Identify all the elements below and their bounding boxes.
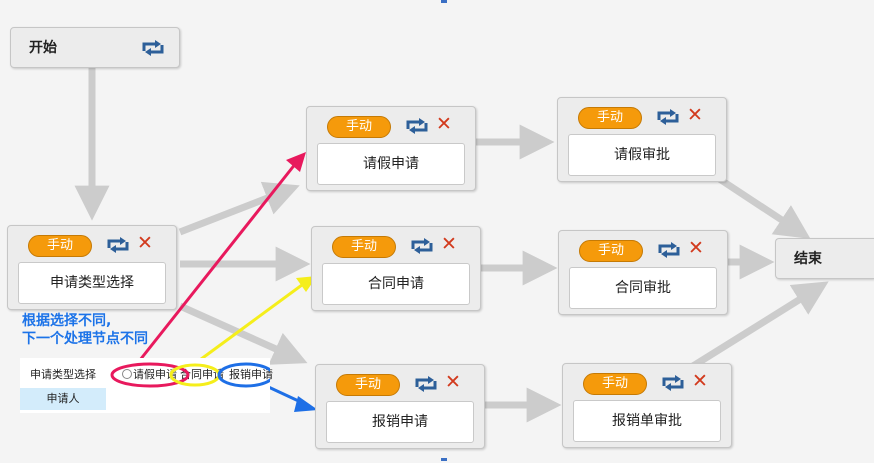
manual-badge: 手动 [336,374,400,396]
highlight-arrowhead-pink [286,152,306,172]
manual-badge: 手动 [578,107,642,129]
form-preview: 申请类型选择 申请人 请假申请 合同申请 报销申请 [20,358,273,413]
node-contract-approve-label: 合同审批 [569,267,717,309]
option-leave[interactable]: 请假申请 [122,368,177,382]
loop-icon[interactable] [414,374,438,394]
radio-icon[interactable] [122,369,132,379]
option-contract[interactable]: 合同申请 [180,368,224,382]
close-icon[interactable]: ✕ [692,370,708,392]
field-type-label: 申请类型选择 [30,368,96,381]
node-leave-apply-label: 请假申请 [317,143,465,185]
loop-icon[interactable] [106,235,130,255]
highlight-ring-yellow [169,363,221,387]
node-expense-apply-label: 报销申请 [326,401,474,443]
manual-badge: 手动 [332,236,396,258]
option-expense-label: 报销申请 [229,368,273,381]
loop-icon[interactable] [656,107,680,127]
manual-badge: 手动 [28,235,92,257]
loop-icon[interactable] [141,38,165,58]
node-end-label: 结束 [794,251,822,267]
annotation-line-2: 下一个处理节点不同 [22,331,148,347]
highlight-ring-pink [110,362,190,388]
close-icon[interactable]: ✕ [445,371,461,393]
close-icon[interactable]: ✕ [687,104,703,126]
connector-type-to-leave [178,181,300,236]
loop-icon[interactable] [657,240,681,260]
node-expense-approve-label: 报销单审批 [573,400,721,442]
option-highlight-rings [110,362,270,388]
canvas-tick-bottom [441,458,447,461]
close-icon[interactable]: ✕ [441,233,457,255]
connector-leave-approve-to-end [716,175,811,239]
node-leave-approve[interactable]: 手动 ✕ 请假审批 [557,97,727,182]
node-start[interactable]: 开始 [10,27,180,68]
node-contract-apply[interactable]: 手动 ✕ 合同申请 [311,226,481,311]
highlight-arrow-yellow [192,280,307,367]
highlight-ring-blue [217,362,270,388]
node-expense-approve[interactable]: 手动 ✕ 报销单审批 [562,363,732,448]
node-contract-approve[interactable]: 手动 ✕ 合同审批 [558,230,728,315]
loop-icon[interactable] [410,236,434,256]
manual-badge: 手动 [579,240,643,262]
node-contract-apply-label: 合同申请 [322,263,470,305]
connector-expense-approve-to-end [691,281,829,369]
loop-icon[interactable] [661,373,685,393]
manual-badge: 手动 [327,116,391,138]
option-expense[interactable]: 报销申请 [229,368,273,382]
node-start-label: 开始 [29,40,57,56]
node-leave-approve-label: 请假审批 [568,134,716,176]
annotation-line-1: 根据选择不同, [22,313,112,329]
highlight-arrow-pink [138,162,298,361]
close-icon[interactable]: ✕ [688,237,704,259]
loop-icon[interactable] [405,116,429,136]
node-end[interactable]: 结束 [775,238,874,279]
canvas-tick-top [441,0,447,3]
close-icon[interactable]: ✕ [436,113,452,135]
close-icon[interactable]: ✕ [137,232,153,254]
option-contract-label: 合同申请 [180,368,224,381]
node-expense-apply[interactable]: 手动 ✕ 报销申请 [315,364,485,449]
highlight-arrowhead-blue [294,396,318,412]
field-applicant-label: 申请人 [20,388,106,410]
node-leave-apply[interactable]: 手动 ✕ 请假申请 [306,106,476,191]
node-type-select-label: 申请类型选择 [18,262,166,304]
node-type-select[interactable]: 手动 ✕ 申请类型选择 [7,225,177,310]
option-leave-label: 请假申请 [133,368,177,381]
manual-badge: 手动 [583,373,647,395]
